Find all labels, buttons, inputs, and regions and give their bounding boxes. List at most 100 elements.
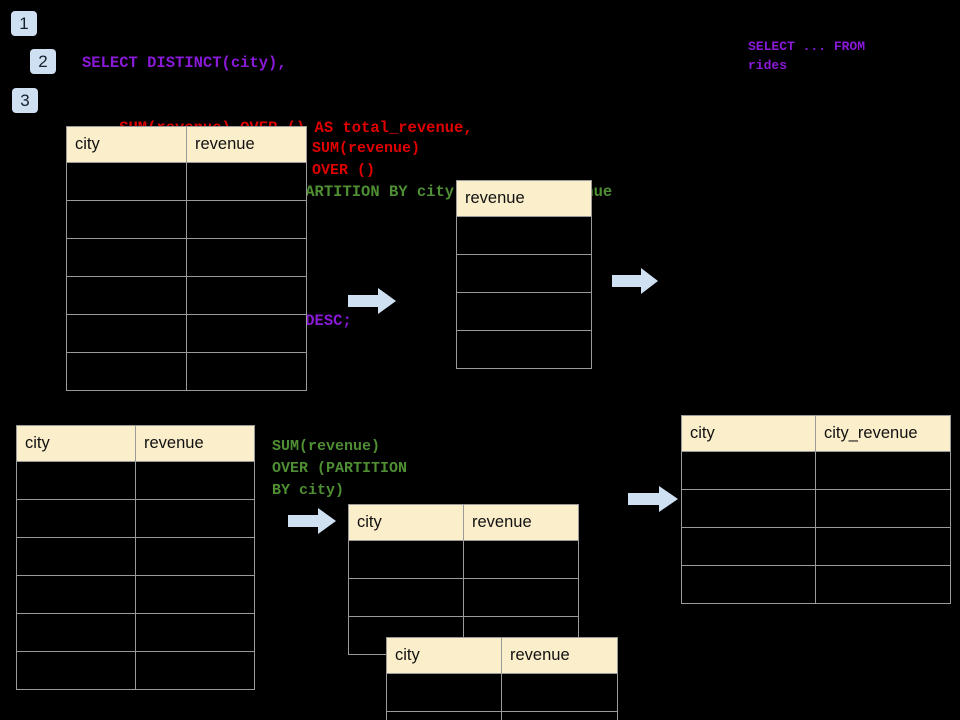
column-header-revenue: revenue xyxy=(186,126,307,163)
table-partition-front: city revenue xyxy=(386,637,618,720)
table-row xyxy=(386,673,618,712)
cell-revenue xyxy=(186,238,307,277)
column-header-revenue: revenue xyxy=(501,637,618,674)
table-header-row: city revenue xyxy=(386,637,618,674)
arrow-source-to-total xyxy=(348,288,396,314)
cell-revenue xyxy=(135,461,255,500)
annotation-sum-over-partition: SUM(revenue) OVER (PARTITION BY city) xyxy=(272,438,408,499)
column-header-city: city xyxy=(386,637,502,674)
column-header-city-revenue: city_revenue xyxy=(815,415,951,452)
table-row xyxy=(16,613,255,652)
cell-revenue xyxy=(456,292,592,331)
table-row xyxy=(16,651,255,690)
table-row xyxy=(681,565,951,604)
table-row xyxy=(348,578,579,617)
cell-revenue xyxy=(135,499,255,538)
cell-revenue xyxy=(135,537,255,576)
cell-revenue xyxy=(186,200,307,239)
step-badge-2: 2 xyxy=(30,49,56,74)
cell-city-revenue xyxy=(815,451,951,490)
cell-revenue xyxy=(186,162,307,201)
column-header-revenue: revenue xyxy=(456,180,592,217)
table-row xyxy=(456,254,592,293)
cell-city xyxy=(681,489,816,528)
table-header-row: revenue xyxy=(456,180,592,217)
table-result: city city_revenue xyxy=(681,415,951,604)
table-header-row: city revenue xyxy=(66,126,307,163)
table-row xyxy=(66,200,307,239)
cell-revenue xyxy=(456,254,592,293)
cell-city xyxy=(16,499,136,538)
cell-revenue xyxy=(456,216,592,255)
cell-city xyxy=(386,711,502,720)
table-row xyxy=(66,352,307,391)
column-header-city: city xyxy=(16,425,136,462)
cell-city xyxy=(386,673,502,712)
table-header-row: city revenue xyxy=(348,504,579,541)
cell-revenue xyxy=(186,352,307,391)
cell-city xyxy=(66,238,187,277)
cell-city-revenue xyxy=(815,489,951,528)
arrow-total-to-result xyxy=(612,268,658,294)
table-header-row: city city_revenue xyxy=(681,415,951,452)
cell-city xyxy=(16,575,136,614)
cell-revenue xyxy=(135,575,255,614)
cell-city-revenue xyxy=(815,565,951,604)
table-source-bottom: city revenue xyxy=(16,425,255,690)
table-row xyxy=(16,499,255,538)
table-row xyxy=(681,489,951,528)
table-row xyxy=(681,451,951,490)
cell-city-revenue xyxy=(815,527,951,566)
cell-revenue xyxy=(186,276,307,315)
cell-city xyxy=(66,314,187,353)
step-badge-3: 3 xyxy=(12,88,38,113)
table-row xyxy=(16,575,255,614)
table-row xyxy=(16,461,255,500)
table-partition-back: city revenue xyxy=(348,504,579,655)
table-row xyxy=(66,314,307,353)
table-row xyxy=(386,711,618,720)
cell-revenue xyxy=(135,613,255,652)
cell-city xyxy=(16,537,136,576)
annotation-select-from-rides: SELECT ... FROM rides xyxy=(748,39,866,73)
cell-revenue xyxy=(463,540,579,579)
cell-city xyxy=(66,200,187,239)
cell-city xyxy=(348,540,464,579)
cell-city xyxy=(681,451,816,490)
cell-revenue xyxy=(501,711,618,720)
cell-revenue xyxy=(186,314,307,353)
cell-revenue xyxy=(463,578,579,617)
table-total-revenue: revenue xyxy=(456,180,592,369)
table-row xyxy=(66,162,307,201)
table-source-top: city revenue xyxy=(66,126,307,391)
cell-city xyxy=(66,162,187,201)
cell-city xyxy=(681,565,816,604)
sql-line-1: SELECT DISTINCT(city), xyxy=(82,54,287,72)
cell-revenue xyxy=(135,651,255,690)
cell-revenue xyxy=(501,673,618,712)
step-badge-1: 1 xyxy=(11,11,37,36)
column-header-revenue: revenue xyxy=(135,425,255,462)
table-row xyxy=(456,216,592,255)
cell-city xyxy=(16,651,136,690)
table-row xyxy=(456,292,592,331)
cell-city xyxy=(16,461,136,500)
cell-city xyxy=(681,527,816,566)
annotation-sum-over-empty: SUM(revenue) OVER () xyxy=(312,140,421,179)
column-header-city: city xyxy=(66,126,187,163)
arrow-partition-to-result xyxy=(628,486,678,512)
arrow-source-to-partition xyxy=(288,508,336,534)
column-header-city: city xyxy=(681,415,816,452)
table-row xyxy=(16,537,255,576)
column-header-city: city xyxy=(348,504,464,541)
cell-city xyxy=(66,352,187,391)
table-row xyxy=(456,330,592,369)
cell-city xyxy=(16,613,136,652)
cell-city xyxy=(66,276,187,315)
table-row xyxy=(66,276,307,315)
table-row xyxy=(66,238,307,277)
cell-city xyxy=(348,578,464,617)
cell-revenue xyxy=(456,330,592,369)
table-row xyxy=(348,540,579,579)
